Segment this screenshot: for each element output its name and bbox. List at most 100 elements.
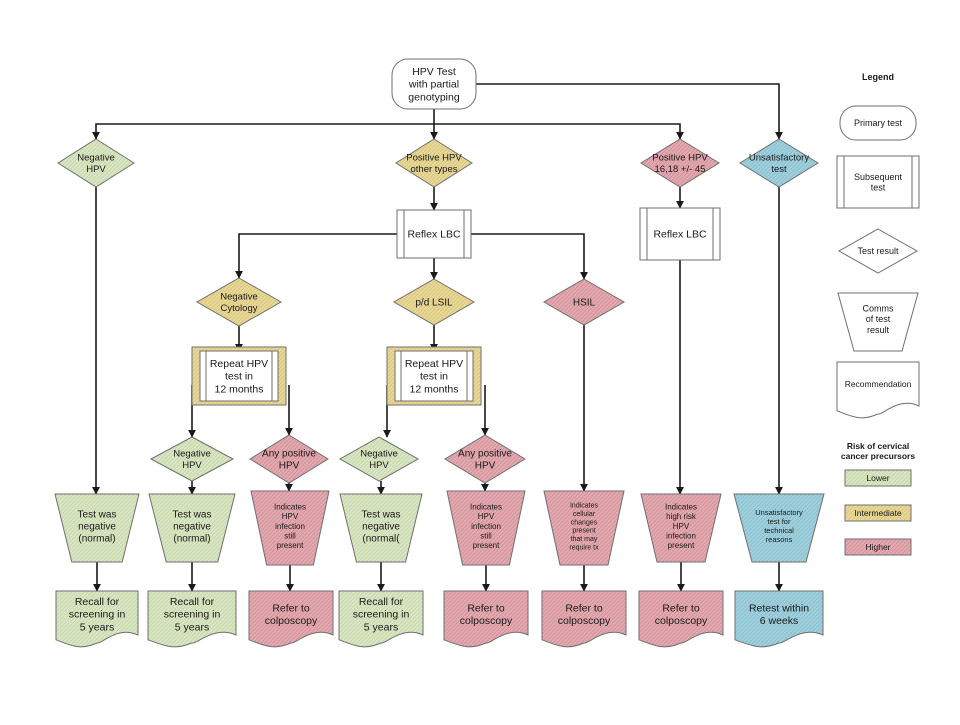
- reflex-lbc-1-label: Reflex LBC: [407, 229, 461, 241]
- legend-recommendation-shape: [836, 361, 920, 419]
- neg-hpv-2-shape: [149, 436, 235, 482]
- legend-lower-swatch: [844, 469, 912, 487]
- legend-higher-swatch: [844, 538, 912, 556]
- rec-recall-1-shape: [55, 590, 139, 648]
- rec-colpo-3-shape: [541, 590, 627, 648]
- comm-highrisk-shape: [640, 493, 722, 563]
- pos-other-shape: [395, 138, 473, 188]
- pos-1618-shape: [640, 138, 720, 188]
- comm-neg-3-shape: [339, 493, 423, 563]
- connector-arrow: [235, 233, 397, 279]
- legend-comms-shape: [837, 292, 919, 352]
- reflex-lbc-2-label: Reflex LBC: [653, 229, 707, 241]
- legend-title: Legend: [862, 72, 894, 82]
- pd-lsil-node: p/d LSIL: [392, 278, 476, 326]
- reflex-lbc-1-node: Reflex LBC: [396, 209, 472, 259]
- connector-arrow: [434, 123, 684, 140]
- hsil-label: HSIL: [573, 298, 596, 309]
- comm-pos-2-shape: [446, 490, 526, 566]
- comm-pos-1-shape: [250, 490, 330, 566]
- legend-test-result-shape: [837, 228, 919, 274]
- legend-intermediate-label: Intermediate: [854, 508, 902, 518]
- neg-cyto-shape: [195, 277, 283, 327]
- repeat-1-shape: [199, 350, 279, 402]
- neg-hpv-3-shape: [338, 436, 420, 482]
- hsil-shape: [542, 278, 626, 326]
- rec-retest-shape: [734, 590, 824, 648]
- comm-neg-1-shape: [54, 493, 140, 563]
- pd-lsil-shape: [392, 278, 476, 326]
- legend-subsequent-test-shape: [836, 155, 920, 209]
- comm-neg-2-shape: [148, 493, 236, 563]
- comm-hsil-shape: [543, 490, 625, 566]
- connector-arrow: [92, 123, 434, 140]
- neg-hpv-shape: [57, 138, 135, 188]
- rec-recall-3-shape: [338, 590, 424, 648]
- legend-primary-test-label: Primary test: [854, 118, 903, 128]
- any-pos-1-shape: [249, 434, 329, 484]
- any-pos-2-shape: [444, 434, 526, 484]
- legend-recommendation-label: Recommendation: [845, 379, 912, 389]
- legend-higher-label: Higher: [865, 542, 890, 552]
- legend-test-result-label: Test result: [857, 246, 899, 256]
- reflex-lbc-2-node: Reflex LBC: [639, 207, 721, 261]
- rec-colpo-4-shape: [638, 590, 724, 648]
- pd-lsil-label: p/d LSIL: [415, 298, 453, 309]
- rec-colpo-2-shape: [443, 590, 529, 648]
- reflex-lbc-2-shape: [639, 207, 721, 261]
- rec-colpo-1-shape: [248, 590, 334, 648]
- repeat-2-shape: [394, 350, 474, 402]
